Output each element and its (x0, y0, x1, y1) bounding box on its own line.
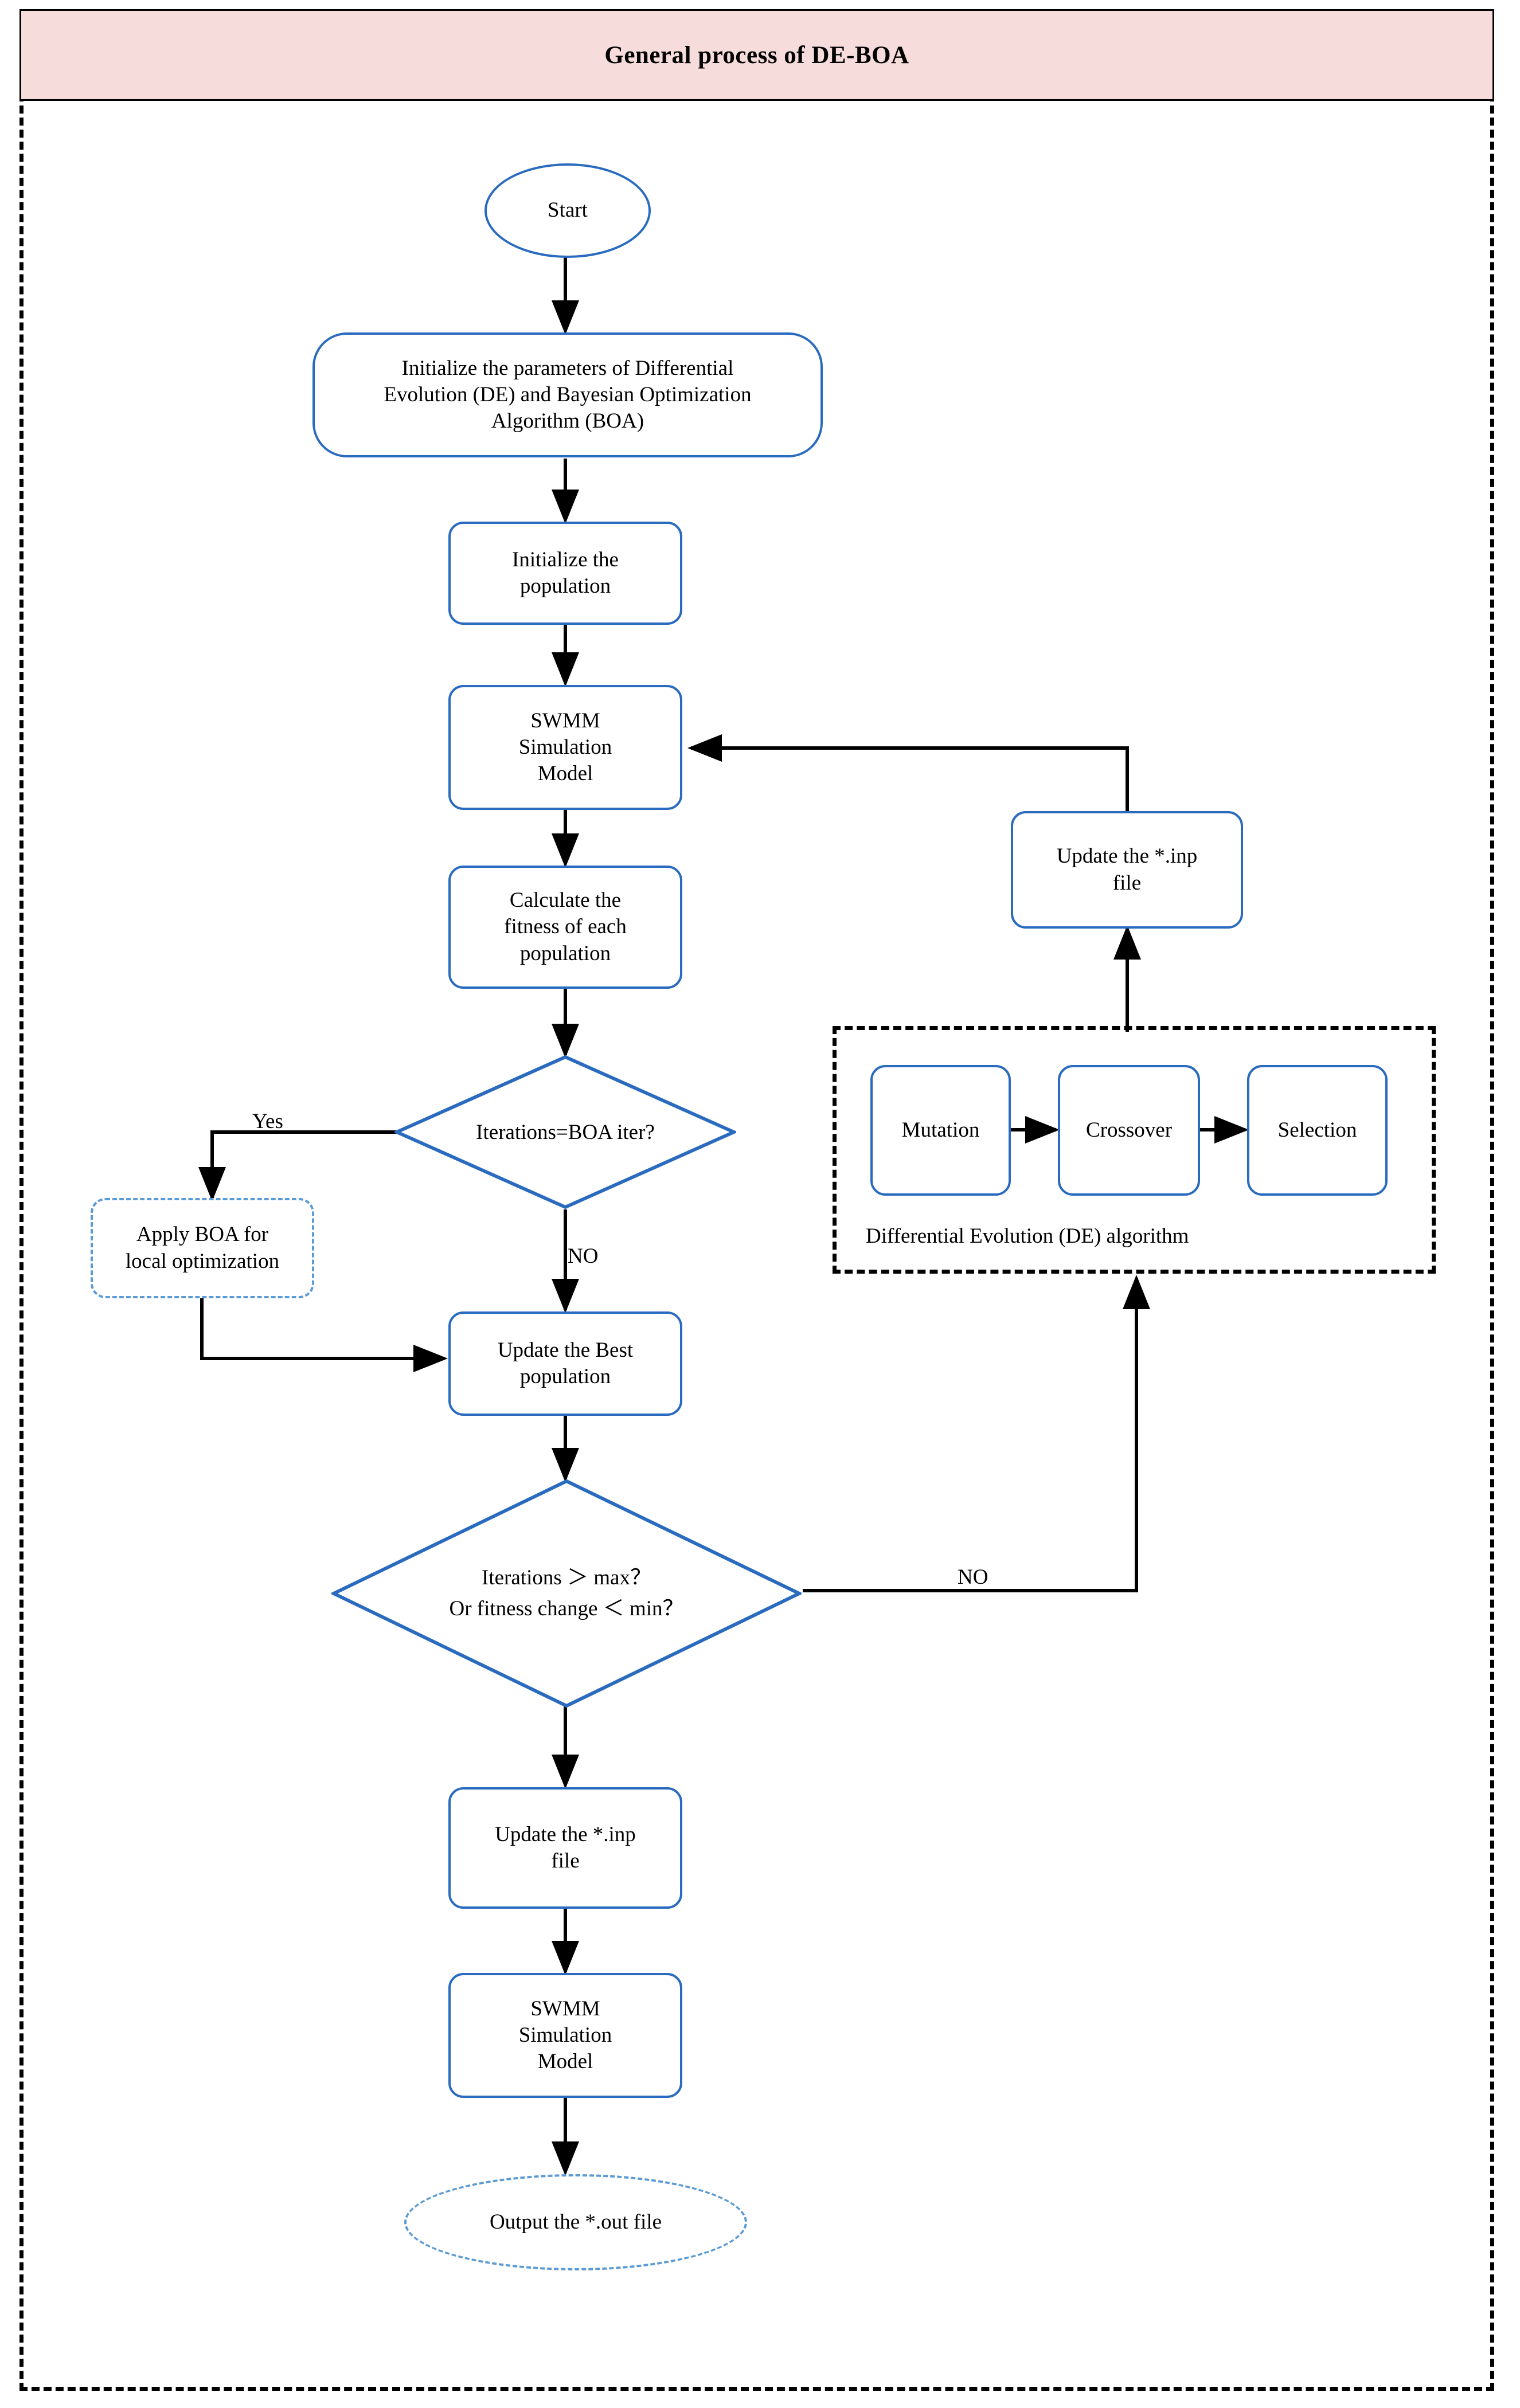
node-update-inp-file-main[interactable]: Update the *.inp file (448, 1787, 682, 1909)
node-swmm-simulation-model-2[interactable]: SWMM Simulation Model (448, 1973, 682, 2098)
de-algorithm-group (833, 1026, 1436, 1274)
node-crossover[interactable]: Crossover (1058, 1065, 1200, 1196)
node-initialize-population-label: Initialize the population (512, 547, 619, 598)
edge-label-yes: Yes (252, 1110, 283, 1133)
node-update-inp-file-main-label: Update the *.inp file (495, 1822, 636, 1873)
edge-label-no-max: NO (958, 1565, 988, 1589)
node-update-best-population-label: Update the Best population (497, 1338, 634, 1388)
edge-label-no-boa: NO (568, 1244, 599, 1268)
node-swmm-simulation-model-1[interactable]: SWMM Simulation Model (448, 685, 682, 810)
node-initialize-parameters[interactable]: Initialize the parameters of Differentia… (312, 332, 823, 457)
node-decision-boa-iter[interactable]: Iterations=BOA iter? (392, 1055, 738, 1209)
node-initialize-parameters-label: Initialize the parameters of Differentia… (384, 356, 752, 433)
node-apply-boa-label: Apply BOA for local optimization (125, 1223, 280, 1273)
page-title: General process of DE-BOA (604, 41, 909, 69)
node-start-label: Start (548, 198, 588, 222)
node-update-inp-file-loop[interactable]: Update the *.inp file (1011, 811, 1243, 929)
node-decision-max-iter-label: Iterations ＞ max？ Or fitness change ＜ mi… (449, 1566, 684, 1620)
node-output-out-file[interactable]: Output the *.out file (404, 2174, 747, 2270)
node-swmm-simulation-model-2-label: SWMM Simulation Model (518, 1996, 612, 2074)
node-update-inp-file-loop-label: Update the *.inp file (1056, 844, 1198, 895)
node-output-out-file-label: Output the *.out file (489, 2210, 662, 2234)
node-crossover-label: Crossover (1085, 1118, 1173, 1142)
node-initialize-population[interactable]: Initialize the population (448, 522, 682, 625)
node-calculate-fitness-label: Calculate the fitness of each population (504, 888, 627, 965)
decision-boa-iter-shape (392, 1055, 738, 1209)
de-algorithm-group-label: Differential Evolution (DE) algorithm (866, 1224, 1189, 1248)
node-mutation-label: Mutation (901, 1118, 980, 1142)
node-calculate-fitness[interactable]: Calculate the fitness of each population (448, 866, 682, 989)
node-decision-boa-iter-label: Iterations=BOA iter? (476, 1120, 655, 1144)
node-apply-boa[interactable]: Apply BOA for local optimization (91, 1198, 314, 1298)
node-selection-label: Selection (1277, 1118, 1357, 1142)
diagram-title-bar: General process of DE-BOA (19, 9, 1494, 101)
node-selection[interactable]: Selection (1247, 1065, 1388, 1196)
node-start[interactable]: Start (484, 163, 651, 258)
decision-max-iter-shape (330, 1479, 803, 1708)
node-swmm-simulation-model-1-label: SWMM Simulation Model (518, 708, 612, 786)
node-update-best-population[interactable]: Update the Best population (448, 1311, 682, 1416)
node-decision-max-iter[interactable]: Iterations ＞ max？ Or fitness change ＜ mi… (330, 1479, 803, 1708)
node-mutation[interactable]: Mutation (870, 1065, 1011, 1196)
